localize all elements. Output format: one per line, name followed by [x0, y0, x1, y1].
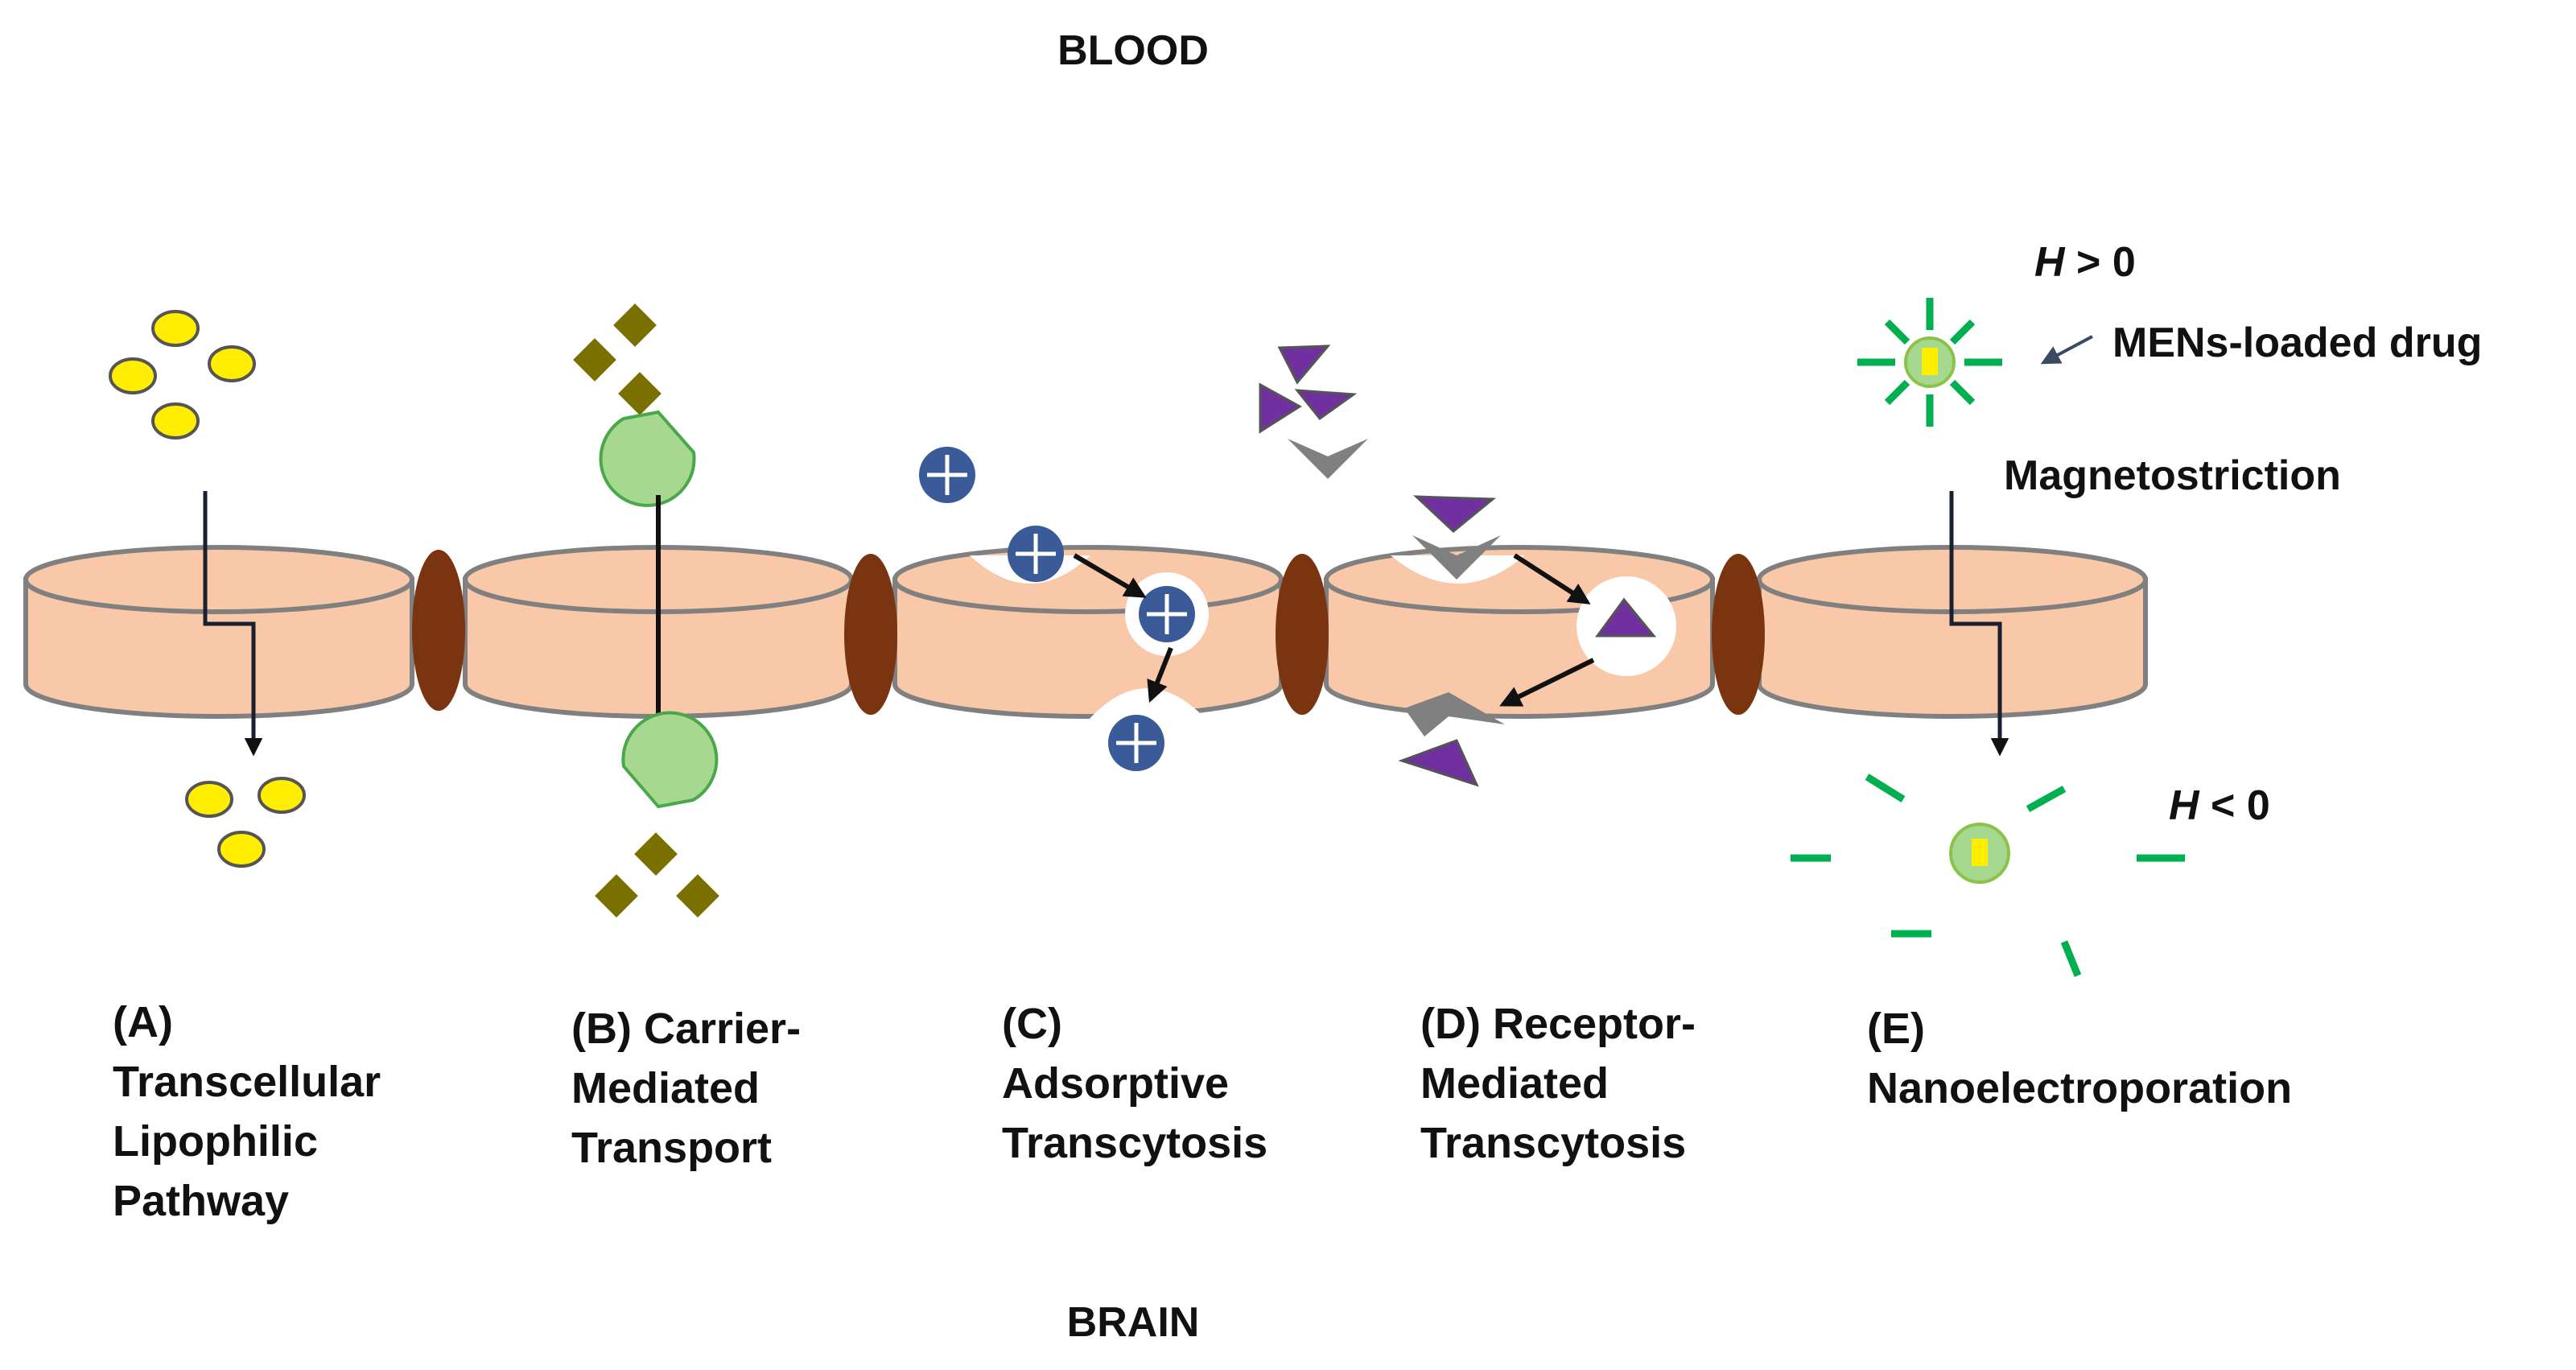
receptor-chevron-icon [1288, 439, 1368, 479]
vesicle-pocket-bottom-c [1088, 688, 1207, 720]
solute-diamond-icon [676, 874, 719, 918]
men-particle-icon [1857, 298, 2002, 427]
pathway-d-arrow-1 [1513, 553, 1591, 605]
solute-diamond-icon [618, 372, 662, 415]
tight-junction-2 [844, 554, 897, 715]
tight-junction-3 [1276, 554, 1329, 715]
lipophilic-molecule-icon [109, 357, 157, 394]
ligand-triangle-icon [1595, 597, 1657, 638]
men-particle-icon [1791, 774, 2185, 977]
ligand-triangle-icon [1259, 382, 1302, 434]
men-loaded-drug-label: MENs-loaded drug [2112, 320, 2482, 366]
endothelial-cell-1 [23, 545, 414, 719]
carrier-protein-icon [599, 410, 696, 507]
cationic-protein-icon [919, 447, 975, 503]
field-negative-label: H < 0 [2169, 782, 2270, 829]
pathway-a-arrow [203, 491, 263, 757]
pathway-c-arrow-2 [1147, 646, 1173, 704]
pathway-e-label: (E) Nanoelectroporation [1867, 1005, 2292, 1112]
lipophilic-molecule-icon [151, 402, 200, 439]
pathway-d-arrow-2 [1499, 658, 1595, 707]
tight-junction-4 [1712, 554, 1765, 715]
receptor-chevron-icon [1404, 692, 1505, 737]
solute-diamond-icon [634, 832, 678, 876]
lipophilic-molecule-icon [208, 345, 256, 382]
cationic-protein-icon [1008, 526, 1064, 582]
receptor-chevron-icon [1412, 535, 1501, 580]
ligand-triangle-icon [1277, 345, 1331, 385]
lipophilic-molecule-icon [151, 310, 200, 347]
pathway-c-arrow-1 [1073, 553, 1147, 598]
lipophilic-molecule-icon [217, 831, 266, 868]
cationic-protein-icon [1108, 715, 1164, 771]
pathway-a-label: (A) Transcellular Lipophilic Pathway [113, 998, 393, 1225]
ligand-triangle-icon [1294, 389, 1358, 421]
ligands-blood [1259, 345, 1358, 434]
endothelial-cell-3 [892, 545, 1284, 719]
pathway-c-label: (C) Adsorptive Transcytosis [1002, 1000, 1267, 1167]
lipophilic-molecules-blood [109, 310, 256, 439]
lipophilic-molecule-icon [258, 777, 306, 814]
ligand-triangle-icon [1413, 495, 1497, 533]
carrier-protein-icon [621, 711, 719, 809]
ligand-triangle-icon [1398, 739, 1479, 787]
endothelial-cell-5 [1757, 545, 2148, 719]
cationic-protein-icon [1139, 586, 1195, 642]
blood-label: BLOOD [1057, 27, 1209, 74]
pathway-e-arrow [1949, 491, 2009, 757]
solute-diamond-icon [613, 303, 657, 347]
solute-diamond-icon [595, 874, 638, 918]
solutes-brain [595, 832, 719, 918]
field-positive-label: H > 0 [2034, 239, 2136, 286]
pathway-b-label: (B) Carrier- Mediated Transport [571, 1005, 813, 1172]
magnetostriction-label: Magnetostriction [2004, 452, 2341, 499]
pathway-d-label: (D) Receptor- Mediated Transcytosis [1420, 1000, 1708, 1167]
solute-diamond-icon [573, 338, 616, 382]
solutes-blood [573, 303, 662, 415]
men-label-pointer [2040, 335, 2093, 365]
lipophilic-molecules-brain [185, 777, 306, 868]
lipophilic-molecule-icon [185, 781, 233, 818]
tight-junction-1 [412, 550, 465, 711]
brain-label: BRAIN [1067, 1299, 1200, 1346]
